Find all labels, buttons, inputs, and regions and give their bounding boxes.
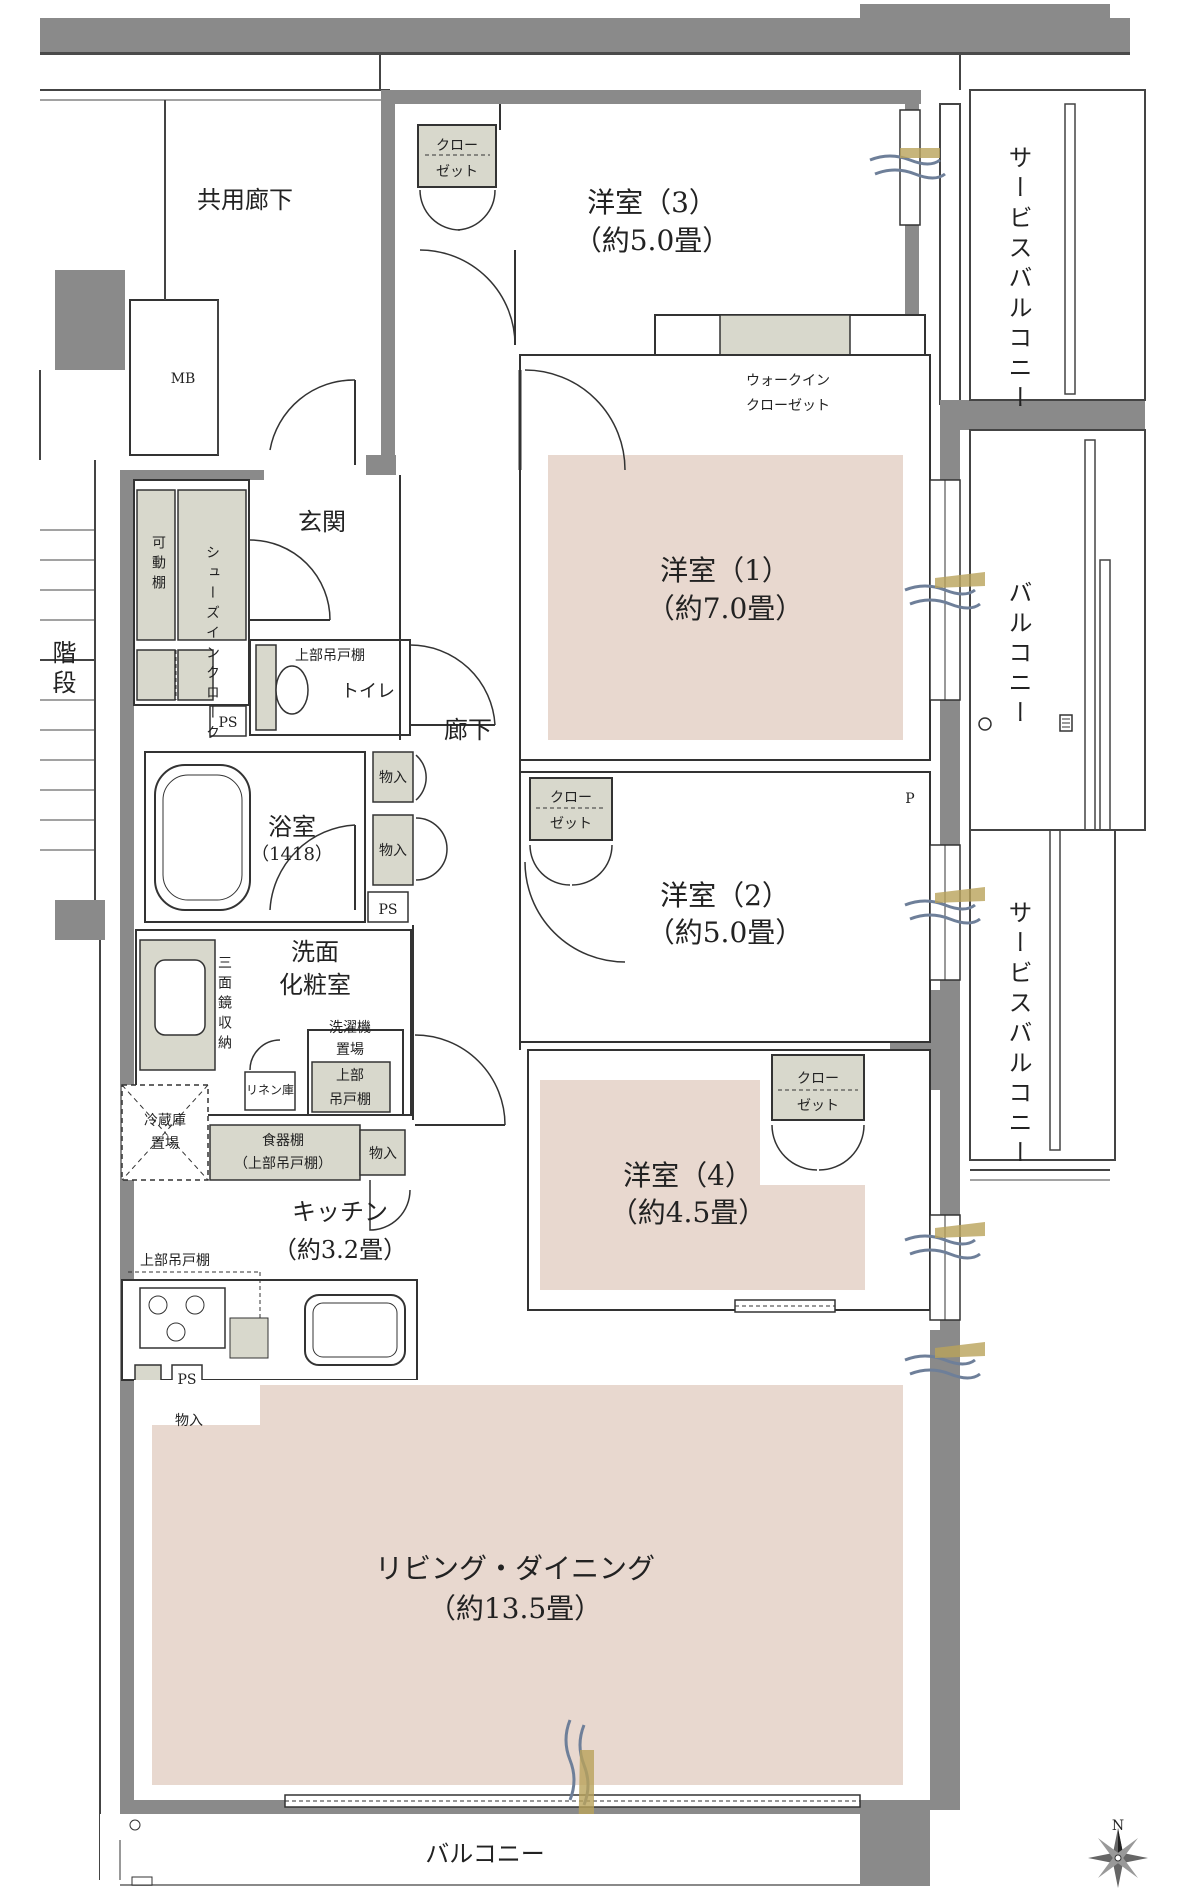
washroom — [135, 929, 506, 1126]
north-label: N — [1112, 1818, 1124, 1834]
upper-line2: 吊戸棚 — [329, 1092, 371, 1108]
storage-living: 物入 — [175, 1413, 203, 1429]
fridge-line1: 冷蔵庫 — [144, 1112, 186, 1129]
right-balconies — [969, 89, 1146, 1181]
wind-markers — [564, 148, 985, 1850]
service-balcony-right: サービスバルコニー — [1004, 900, 1032, 1170]
washer-line1: 洗濯機 — [329, 1020, 371, 1036]
ps-bath: PS — [378, 902, 397, 918]
bath-size: （1418） — [251, 844, 333, 865]
entrance-label: 玄関 — [298, 508, 346, 536]
bedroom3-name: 洋室（3） — [587, 186, 717, 219]
fridge-line2: 置場 — [151, 1136, 179, 1152]
top-structure — [40, 4, 1145, 101]
staircase-area — [39, 270, 125, 1880]
labels: 洋室（3） （約5.0畳） 洋室（1） （約7.0畳） 洋室（2） （約5.0畳… — [48, 138, 1124, 1868]
washer-line2: 置場 — [336, 1042, 364, 1058]
walkin-line2: クローゼット — [746, 398, 830, 414]
entrance-area — [133, 379, 496, 737]
bath-name: 浴室 — [268, 813, 316, 841]
bedroom2-name: 洋室（2） — [660, 879, 790, 912]
kitchen — [121, 1084, 418, 1426]
living-dining — [134, 1380, 930, 1808]
service-balcony-top: サービスバルコニー — [1004, 145, 1032, 415]
balcony-bottom: バルコニー — [425, 1840, 545, 1868]
washroom-line1: 洗面 — [291, 938, 339, 966]
linen-label: リネン庫 — [246, 1083, 294, 1097]
common-corridor-label: 共用廊下 — [197, 186, 293, 214]
storage-kitchen: 物入 — [369, 1146, 397, 1162]
washroom-line2: 化粧室 — [279, 971, 351, 999]
living-name: リビング・ダイニング — [375, 1552, 655, 1585]
bathroom — [144, 751, 448, 923]
ps-entrance: PS — [218, 715, 237, 731]
bedroom1-name: 洋室（1） — [660, 554, 790, 587]
storage-bath-1: 物入 — [379, 770, 407, 786]
bedroom3-size: （約5.0畳） — [574, 224, 731, 257]
corridor-lines — [399, 355, 521, 1120]
closet2-line2: ゼット — [550, 816, 592, 832]
movable-shelf-label: 可動棚 — [150, 535, 166, 595]
bedroom1-size: （約7.0畳） — [647, 592, 804, 625]
compass-icon — [1088, 1828, 1148, 1888]
storage-bath-2: 物入 — [379, 843, 407, 859]
closet2-line1: クロー — [550, 790, 592, 806]
bedroom-1 — [518, 354, 961, 761]
bedroom2-size: （約5.0畳） — [647, 916, 804, 949]
three-mirror-label: 三面鏡収納 — [216, 955, 232, 1055]
bottom-balcony — [100, 1814, 860, 1886]
bedroom4-name: 洋室（4） — [623, 1159, 753, 1192]
closet4-line2: ゼット — [797, 1098, 839, 1114]
stairs-label: 階段 — [48, 640, 76, 700]
ps-kitchen: PS — [177, 1372, 196, 1388]
mb-label: MB — [171, 371, 196, 387]
dish-line1: 食器棚 — [262, 1132, 304, 1149]
bedroom-2 — [519, 771, 961, 1043]
closet3-line1: クロー — [436, 138, 478, 154]
dish-line2: （上部吊戸棚） — [234, 1156, 332, 1172]
kitchen-size: （約3.2畳） — [273, 1236, 407, 1264]
bedroom-4 — [527, 1049, 961, 1321]
mb-box — [129, 100, 219, 456]
upper-cabinet-kitchen: 上部吊戸棚 — [140, 1253, 210, 1269]
balcony-right: バルコニー — [1004, 580, 1032, 730]
p-label: P — [905, 791, 914, 807]
toilet-label: トイレ — [341, 681, 395, 702]
shoes-cloak-label: シューズインクローク — [204, 545, 220, 745]
living-size: （約13.5畳） — [428, 1592, 602, 1625]
closet4-line1: クロー — [797, 1071, 839, 1087]
hallway-label: 廊下 — [444, 716, 492, 744]
closet3-line2: ゼット — [436, 164, 478, 180]
walkin-line1: ウォークイン — [746, 373, 830, 389]
upper-cabinet-toilet: 上部吊戸棚 — [295, 648, 365, 664]
upper-line1: 上部 — [336, 1068, 364, 1084]
kitchen-name: キッチン — [292, 1198, 388, 1226]
bedroom4-size: （約4.5畳） — [610, 1196, 767, 1229]
